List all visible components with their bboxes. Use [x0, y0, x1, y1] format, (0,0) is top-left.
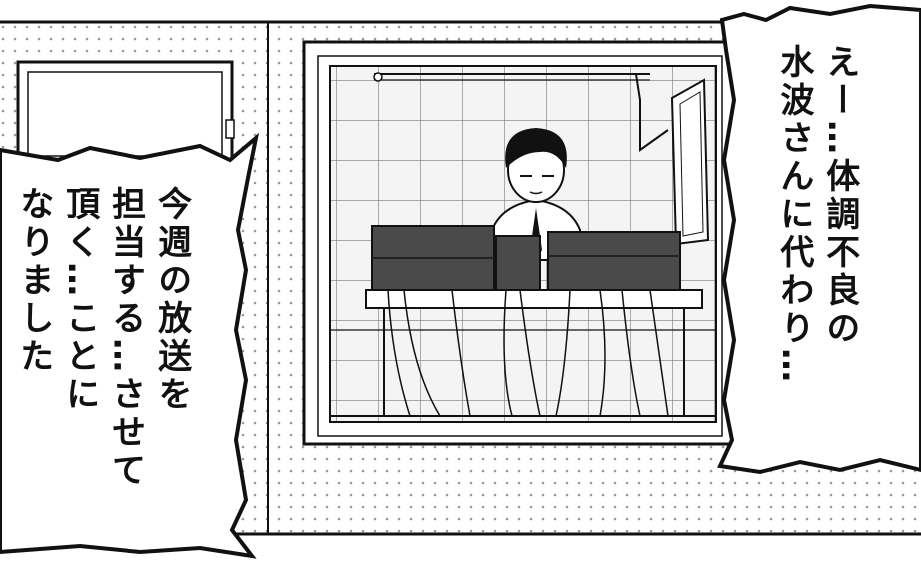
right-balloon-line-1: えー…体調不良の	[819, 44, 860, 348]
left-balloon-line-4: なりました	[13, 186, 54, 376]
right-balloon-text: えー…体調不良の 水波さんに代わり…	[770, 44, 862, 444]
left-balloon-line-3: 頂く…ことに	[59, 186, 100, 414]
broadcast-equipment-icon	[371, 225, 681, 293]
left-balloon-line-2: 担当する…させて	[105, 186, 146, 490]
right-balloon-line-2: 水波さんに代わり…	[773, 44, 814, 386]
right-speech-balloon	[717, 3, 921, 475]
left-balloon-text: 今週の放送を 担当する…させて 頂く…ことに なりました	[10, 186, 194, 526]
table	[330, 289, 716, 417]
left-speech-balloon	[0, 132, 260, 559]
left-balloon-line-1: 今週の放送を	[151, 186, 192, 414]
